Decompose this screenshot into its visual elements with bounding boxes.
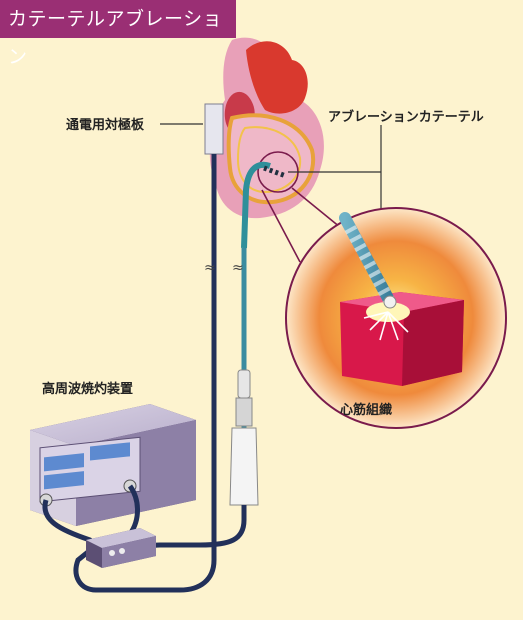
heart-illustration bbox=[210, 38, 324, 248]
junction-box bbox=[86, 528, 156, 568]
rf-generator bbox=[30, 404, 196, 526]
electrode-plate-label: 通電用対極板 bbox=[66, 114, 144, 133]
electrode-plate bbox=[160, 104, 223, 154]
svg-text:≈: ≈ bbox=[232, 260, 244, 276]
myocardium-label: 心筋組織 bbox=[340, 399, 392, 418]
zoom-detail bbox=[286, 208, 506, 428]
rf-generator-label: 高周波焼灼装置 bbox=[42, 378, 133, 397]
svg-text:≈: ≈ bbox=[204, 260, 216, 276]
ablation-catheter-label: アブレーションカテーテル bbox=[328, 106, 484, 125]
plate-cable: ≈ bbox=[76, 154, 216, 590]
